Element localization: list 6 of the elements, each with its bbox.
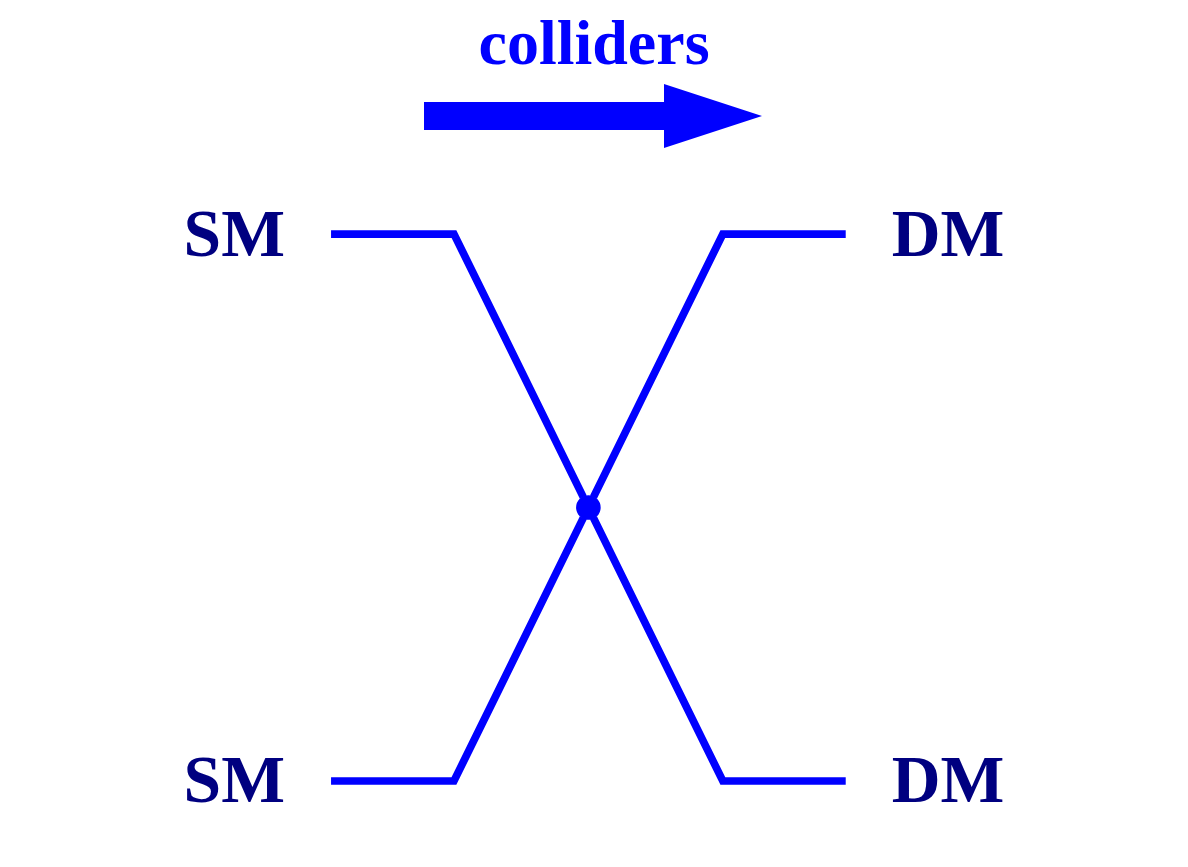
node-text: SM (183, 195, 285, 271)
node-text: SM (183, 742, 285, 818)
title: colliders (478, 6, 710, 80)
node-text: DM (891, 742, 1005, 818)
node-circle (576, 495, 601, 520)
node-text: DM (891, 195, 1005, 271)
